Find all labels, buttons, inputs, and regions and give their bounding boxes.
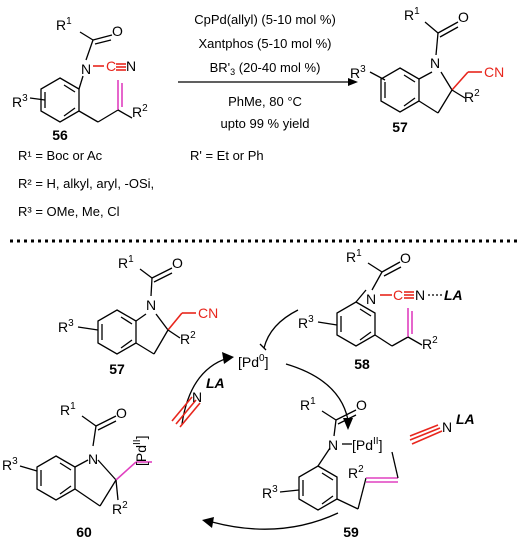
- compound-60-label: 60: [76, 524, 92, 540]
- condition-yield: upto 99 % yield: [221, 116, 310, 131]
- r3-definition: R³ = OMe, Me, Cl: [18, 204, 120, 219]
- atom-N: N: [146, 297, 156, 313]
- atom-N: N: [81, 61, 91, 77]
- lewis-acid-label: LA: [206, 375, 225, 391]
- pd-ii-label: [PdII]: [132, 436, 149, 466]
- r3-label: R3: [58, 318, 74, 335]
- condition-borane: BR'3 (20-40 mol %): [210, 60, 321, 77]
- atom-O: O: [356, 397, 367, 413]
- lewis-acid-label: LA: [444, 287, 463, 303]
- atom-O: O: [458, 9, 469, 25]
- nitrile-C: C: [393, 287, 403, 303]
- nitrile-C: C: [106, 58, 116, 74]
- r3-label: R3: [298, 314, 314, 331]
- nitrile-N: N: [126, 58, 136, 74]
- r2-label: R2: [132, 103, 148, 120]
- atom-N: N: [88, 451, 98, 467]
- nitrile-N: N: [442, 419, 452, 435]
- atom-N: N: [328, 437, 338, 453]
- atom-O: O: [116, 405, 127, 421]
- condition-catalyst: CpPd(allyl) (5-10 mol %): [194, 12, 336, 27]
- substrate-56: N O R1 C N R2 R3 56: [12, 16, 148, 143]
- atom-N: N: [430, 55, 440, 71]
- r2-label: R2: [422, 335, 438, 352]
- r2-label: R2: [464, 88, 480, 105]
- compound-57-cycle-label: 57: [109, 361, 125, 377]
- r1-definition: R¹ = Boc or Ac: [18, 148, 103, 163]
- lewis-acid-label: LA: [456, 411, 475, 427]
- r3-label: R3: [2, 456, 18, 473]
- reaction-arrow: [178, 78, 358, 86]
- atom-O: O: [400, 250, 411, 266]
- nitrile-N: N: [415, 287, 425, 303]
- r1-label: R1: [118, 254, 134, 271]
- r2-label: R2: [180, 330, 196, 347]
- r1-label: R1: [300, 396, 316, 413]
- r3-label: R3: [350, 64, 366, 81]
- condition-ligand: Xantphos (5-10 mol %): [199, 36, 332, 51]
- r2-label: R2: [348, 464, 364, 481]
- compound-59-label: 59: [343, 524, 359, 540]
- condition-solvent-temp: PhMe, 80 °C: [228, 94, 302, 109]
- r3-label: R3: [12, 93, 28, 110]
- atom-O: O: [172, 255, 183, 271]
- compound-58-label: 58: [354, 356, 370, 372]
- compound-56-label: 56: [52, 127, 68, 143]
- rprime-definition: R' = Et or Ph: [190, 148, 264, 163]
- r1-label: R1: [404, 6, 420, 23]
- r1-label: R1: [56, 16, 72, 33]
- product-57: N O R1 CN R2 R3 57: [350, 6, 504, 135]
- intermediate-59: N O R1 [PdII] N LA R2 R3 59: [262, 396, 475, 540]
- pd-ii-label: [PdII]: [352, 436, 382, 453]
- r3-label: R3: [262, 484, 278, 501]
- nitrile-N: N: [192, 389, 202, 405]
- r1-label: R1: [346, 248, 362, 265]
- cn-group: CN: [198, 305, 218, 321]
- intermediate-60: N O R1 R2 [PdII] N LA R3 60: [2, 375, 225, 540]
- cn-group: CN: [484, 64, 504, 80]
- r2-definition: R² = H, alkyl, aryl, -OSi,: [18, 176, 154, 191]
- compound-57-label: 57: [392, 119, 408, 135]
- cycle-product-57: N O R1 CN R2 R3 57: [58, 254, 218, 377]
- r2-label: R2: [112, 500, 128, 517]
- r1-label: R1: [60, 401, 76, 418]
- atom-N: N: [366, 291, 376, 307]
- pd0-label: [Pd0]: [238, 353, 268, 370]
- atom-O: O: [112, 23, 123, 39]
- intermediate-58: N O R1 C N LA R2 R3 58: [298, 248, 463, 372]
